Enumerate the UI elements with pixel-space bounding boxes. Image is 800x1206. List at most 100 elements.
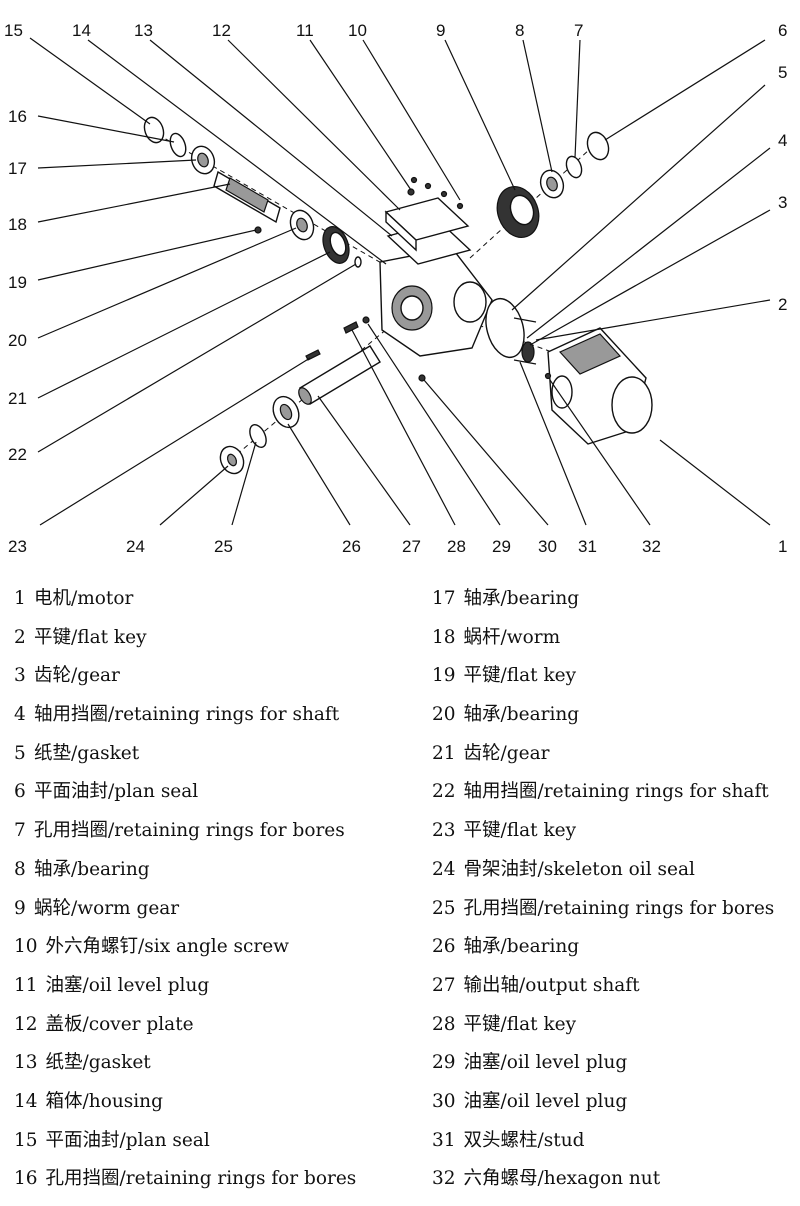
legend-item-label: 油塞/oil level plug <box>463 1090 628 1112</box>
part-32-hexagon-nut <box>544 372 552 380</box>
legend-item-label: 六角螺母/hexagon nut <box>463 1168 661 1190</box>
legend-item-label: 骨架油封/skeleton oil seal <box>463 858 695 880</box>
callout-26: 26 <box>342 537 361 556</box>
legend-item-number: 16 <box>14 1168 38 1190</box>
part-23-flat-key <box>305 349 321 361</box>
legend-item: 14 箱体/housing <box>14 1083 356 1122</box>
legend-item-label: 箱体/housing <box>45 1090 163 1112</box>
legend-item-label: 孔用挡圈/retaining rings for bores <box>34 820 345 842</box>
legend-item: 17 轴承/bearing <box>432 580 774 619</box>
callout-21: 21 <box>8 389 27 408</box>
legend-item-label: 蜗轮/worm gear <box>34 897 180 919</box>
callout-24: 24 <box>126 537 145 556</box>
legend-item-label: 平键/flat key <box>463 820 577 842</box>
legend-item-label: 轴用挡圈/retaining rings for shaft <box>34 704 340 726</box>
legend-item-label: 轴承/bearing <box>463 588 580 609</box>
legend-item-label: 蜗杆/worm <box>463 626 561 648</box>
callout-15: 15 <box>4 21 23 40</box>
legend-item-number: 3 <box>14 665 26 687</box>
part-17-bearing <box>190 145 216 175</box>
legend-item-number: 31 <box>432 1129 456 1151</box>
legend-item-number: 9 <box>14 897 26 919</box>
callout-20: 20 <box>8 331 27 350</box>
callout-10: 10 <box>348 21 367 40</box>
callout-23: 23 <box>8 537 27 556</box>
legend-item-number: 6 <box>14 781 26 803</box>
part-21-gear <box>322 226 350 264</box>
part-5-gasket <box>485 297 525 359</box>
legend-item-number: 2 <box>14 626 26 648</box>
part-14-housing <box>379 247 493 357</box>
legend-item-label: 平面油封/plan seal <box>45 1129 210 1151</box>
part-20-bearing <box>289 209 315 241</box>
legend-item-label: 纸垫/gasket <box>34 742 140 764</box>
legend-item: 7 孔用挡圈/retaining rings for bores <box>14 812 356 851</box>
legend-item-number: 21 <box>432 742 456 764</box>
legend-item-label: 平键/flat key <box>463 1013 577 1035</box>
part-6-plan-seal <box>586 131 610 161</box>
callout-6: 6 <box>778 21 787 40</box>
legend-item: 9 蜗轮/worm gear <box>14 890 356 929</box>
legend-item-label: 平键/flat key <box>34 626 147 648</box>
legend-item-number: 20 <box>432 704 456 726</box>
legend-item: 10 外六角螺钉/six angle screw <box>14 928 356 967</box>
part-12-cover-plate <box>384 197 470 252</box>
legend-item-label: 轴承/bearing <box>34 858 150 880</box>
part-28-flat-key <box>343 321 359 334</box>
part-29-oil-plug <box>362 316 370 324</box>
callout-8: 8 <box>515 21 524 40</box>
leader-lines <box>29 37 771 526</box>
callout-12: 12 <box>212 21 231 40</box>
part-24-skeleton-oil-seal <box>219 445 245 475</box>
legend-item: 27 输出轴/output shaft <box>432 967 774 1006</box>
part-31-studs <box>513 317 537 365</box>
callout-9: 9 <box>436 21 445 40</box>
legend-item-label: 输出轴/output shaft <box>463 974 640 996</box>
legend-item-number: 7 <box>14 820 26 842</box>
callout-31: 31 <box>578 537 597 556</box>
callout-4: 4 <box>778 131 787 150</box>
callout-11: 11 <box>296 21 314 40</box>
legend-item-label: 齿轮/gear <box>34 665 120 687</box>
legend-item: 3 齿轮/gear <box>14 657 356 696</box>
legend-item-number: 17 <box>432 588 456 609</box>
legend-item: 29 油塞/oil level plug <box>432 1044 774 1083</box>
callout-17: 17 <box>8 159 27 178</box>
exploded-view-diagram: 1 2 3 4 5 6 7 8 9 10 11 12 13 14 15 16 1… <box>4 21 787 556</box>
legend-item-number: 14 <box>14 1090 38 1112</box>
part-27-output-shaft <box>298 345 381 405</box>
legend-item-number: 27 <box>432 974 456 996</box>
legend-item-label: 外六角螺钉/six angle screw <box>45 936 290 958</box>
legend-item-number: 15 <box>14 1129 38 1151</box>
callout-22: 22 <box>8 445 27 464</box>
part-22-retaining-ring <box>354 256 362 268</box>
legend-item: 15 平面油封/plan seal <box>14 1122 356 1161</box>
callout-32: 32 <box>642 537 661 556</box>
callout-18: 18 <box>8 215 27 234</box>
legend-item-number: 10 <box>14 936 38 958</box>
callout-25: 25 <box>214 537 233 556</box>
part-15-plan-seal <box>143 116 165 144</box>
legend-item-number: 13 <box>14 1052 38 1074</box>
part-8-bearing <box>539 169 565 199</box>
legend-item-number: 26 <box>432 936 456 958</box>
legend-item-label: 油塞/oil level plug <box>463 1052 628 1074</box>
legend-item: 2 平键/flat key <box>14 619 356 658</box>
part-18-worm <box>213 170 281 224</box>
legend-item-label: 轴用挡圈/retaining rings for shaft <box>463 781 769 803</box>
legend-item-number: 29 <box>432 1052 456 1074</box>
part-1-motor <box>547 327 653 445</box>
legend-item-label: 平键/flat key <box>463 665 577 687</box>
